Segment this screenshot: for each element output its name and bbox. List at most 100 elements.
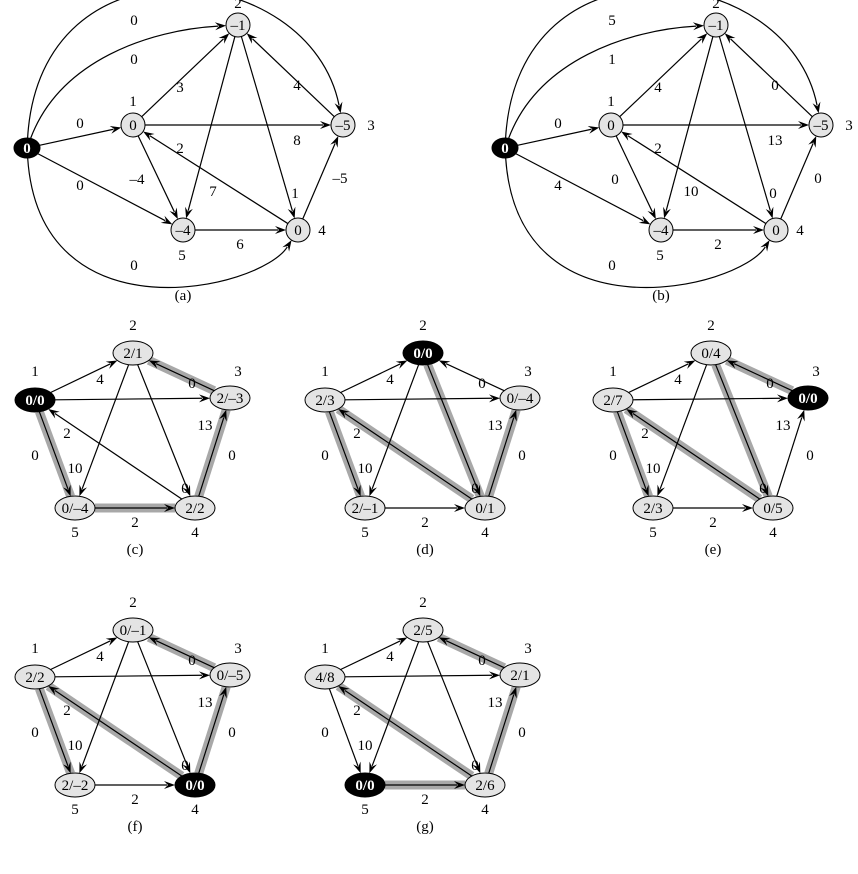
panel-caption: (f) bbox=[128, 819, 143, 835]
vertex-5 bbox=[170, 217, 196, 243]
edge-weight-2-4: 1 bbox=[291, 186, 299, 202]
edge-weight-2-5: 10 bbox=[684, 184, 699, 200]
edge-1-2 bbox=[628, 363, 689, 394]
edge-1-2 bbox=[50, 363, 111, 394]
arrowhead-icon bbox=[621, 131, 633, 141]
vertex-id-label: 5 bbox=[71, 802, 79, 818]
arrowhead-icon bbox=[185, 206, 193, 219]
arrowhead-icon bbox=[246, 33, 258, 44]
vertex-value: 0/–1 bbox=[120, 623, 147, 639]
vertex-value: –1 bbox=[708, 18, 724, 34]
edge-weight-2-4: 0 bbox=[769, 186, 777, 202]
vertex-id-label: 3 bbox=[234, 641, 242, 657]
arrowhead-icon bbox=[765, 206, 774, 219]
edge-weight-3-2: 0 bbox=[188, 653, 196, 669]
arrowhead-icon bbox=[812, 101, 821, 114]
vertex-1 bbox=[304, 664, 346, 690]
vertex-value: 0/4 bbox=[701, 346, 721, 362]
edge-weight-2-5: 7 bbox=[209, 184, 217, 200]
edge-2-5 bbox=[371, 364, 420, 490]
edge-weight-1-3: 13 bbox=[488, 418, 503, 434]
edge-weight-2-4: 0 bbox=[759, 481, 767, 497]
arrowhead-icon bbox=[219, 686, 227, 699]
edge-weight-5-4: 2 bbox=[421, 515, 429, 531]
vertex-id-label: 5 bbox=[71, 525, 79, 541]
vertex-2 bbox=[402, 340, 444, 366]
edge-weight-s-5: 4 bbox=[554, 178, 562, 194]
vertex-4 bbox=[464, 772, 506, 798]
edge-weight-4-3: 0 bbox=[518, 725, 526, 741]
edge-weight-4-1: 2 bbox=[353, 426, 361, 442]
edge-2-5 bbox=[81, 364, 130, 490]
vertex-2 bbox=[402, 617, 444, 643]
arrowhead-icon bbox=[334, 101, 343, 114]
arrowhead-icon bbox=[726, 360, 739, 369]
edge-weight-5-4: 2 bbox=[131, 792, 139, 808]
edge-s-1 bbox=[517, 128, 592, 146]
edge-weight-1-2: 4 bbox=[386, 649, 394, 665]
vertex-4 bbox=[174, 495, 216, 521]
edge-weight-5-4: 2 bbox=[709, 515, 717, 531]
edge-4-3 bbox=[780, 143, 814, 220]
edge-weight-1-2: 4 bbox=[674, 372, 682, 388]
edge-2-5 bbox=[187, 36, 236, 211]
vertex-value: –1 bbox=[230, 18, 246, 34]
edge-weight-3-2: 0 bbox=[766, 376, 774, 392]
edge-weight-3-2: 0 bbox=[188, 376, 196, 392]
vertex-value: 2/2 bbox=[185, 501, 204, 517]
arrowhead-icon bbox=[438, 637, 451, 646]
vertex-value: 0 bbox=[501, 141, 509, 157]
arrowhead-icon bbox=[760, 484, 769, 497]
edge-weight-s-4: 0 bbox=[608, 258, 616, 274]
edge-1-3 bbox=[54, 397, 203, 401]
edge-weight-3-2: 4 bbox=[293, 78, 301, 94]
edge-s-5 bbox=[515, 153, 644, 222]
edge-weight-s-2: 0 bbox=[130, 52, 138, 68]
edge-weight-4-3: 0 bbox=[518, 448, 526, 464]
panel-caption: (b) bbox=[652, 288, 670, 304]
vertex-value: 0/0 bbox=[413, 346, 432, 362]
arrowhead-icon bbox=[692, 22, 705, 31]
arrowhead-icon bbox=[696, 33, 708, 44]
edge-weight-2-5: 10 bbox=[68, 461, 83, 477]
panel-caption: (d) bbox=[416, 542, 434, 558]
arrowhead-icon bbox=[369, 484, 377, 497]
vertex-2 bbox=[690, 340, 732, 366]
edge-weight-s-1: 0 bbox=[554, 116, 562, 132]
arrowhead-icon bbox=[683, 360, 696, 369]
arrowhead-icon bbox=[198, 394, 211, 403]
edge-weight-4-3: 0 bbox=[806, 448, 814, 464]
edge-weight-3-2: 0 bbox=[478, 376, 486, 392]
edge-s-3 bbox=[504, 0, 818, 139]
vertex-value: 2/1 bbox=[123, 346, 142, 362]
edge-4-3 bbox=[198, 694, 225, 774]
vertex-value: –4 bbox=[653, 223, 670, 239]
edge-2-4 bbox=[427, 641, 478, 767]
arrowhead-icon bbox=[353, 761, 361, 774]
vertex-value: 2/–1 bbox=[352, 501, 379, 517]
vertex-1 bbox=[120, 112, 146, 138]
edge-weight-2-4: 0 bbox=[471, 758, 479, 774]
vertex-id-label: 1 bbox=[607, 94, 615, 110]
vertex-id-label: 3 bbox=[234, 364, 242, 380]
arrowhead-icon bbox=[472, 761, 481, 774]
vertex-3 bbox=[209, 662, 251, 688]
edge-weight-5-4: 2 bbox=[421, 792, 429, 808]
vertex-id-label: 1 bbox=[31, 641, 39, 657]
arrowhead-icon bbox=[275, 226, 286, 234]
edge-1-5 bbox=[615, 135, 653, 213]
arrowhead-icon bbox=[647, 207, 656, 220]
source-vertex bbox=[491, 137, 519, 159]
vertex-value: 0 bbox=[294, 223, 302, 239]
arrowhead-icon bbox=[663, 206, 671, 219]
arrowhead-icon bbox=[353, 484, 361, 497]
arrowhead-icon bbox=[808, 136, 817, 148]
arrowhead-icon bbox=[641, 484, 649, 497]
vertex-value: 2/1 bbox=[510, 668, 529, 684]
vertex-id-label: 1 bbox=[321, 364, 329, 380]
